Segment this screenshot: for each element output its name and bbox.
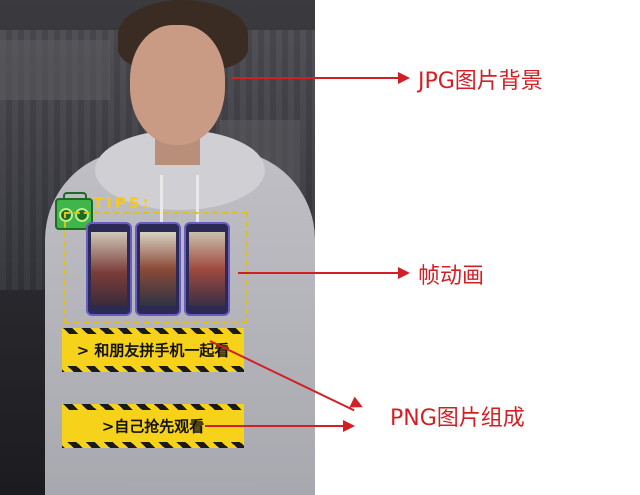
animation-frame-1 xyxy=(86,222,132,316)
annotation-frame-animation: 帧动画 xyxy=(418,264,485,289)
arrow-icon xyxy=(205,425,345,427)
animation-frame-2 xyxy=(135,222,181,316)
arrow-icon xyxy=(343,420,355,432)
arrow-icon xyxy=(238,272,400,274)
person-face xyxy=(130,25,225,145)
arrow-icon xyxy=(398,72,410,84)
hoodie-string xyxy=(196,175,199,265)
arrow-icon xyxy=(232,77,400,79)
tips-label: TIPS: xyxy=(93,194,152,212)
wall-poster xyxy=(0,40,110,100)
share-watch-button-label: > 和朋友拼手机一起看 xyxy=(76,341,230,360)
arrow-icon xyxy=(398,267,410,279)
hoodie-string xyxy=(160,175,163,265)
watch-first-button[interactable]: >自己抢先观看 xyxy=(62,404,244,448)
animation-frame-3 xyxy=(184,222,230,316)
frame-animation-box xyxy=(64,212,248,324)
annotation-png-composed: PNG图片组成 xyxy=(390,406,525,431)
watch-first-button-label: >自己抢先观看 xyxy=(101,417,205,436)
share-watch-button[interactable]: > 和朋友拼手机一起看 xyxy=(62,328,244,372)
phone-screenshot: ​ TIPS: > 和朋友拼手机一起看 >自己抢先观看 xyxy=(0,0,315,495)
annotation-jpg-background: JPG图片背景 xyxy=(418,69,543,94)
